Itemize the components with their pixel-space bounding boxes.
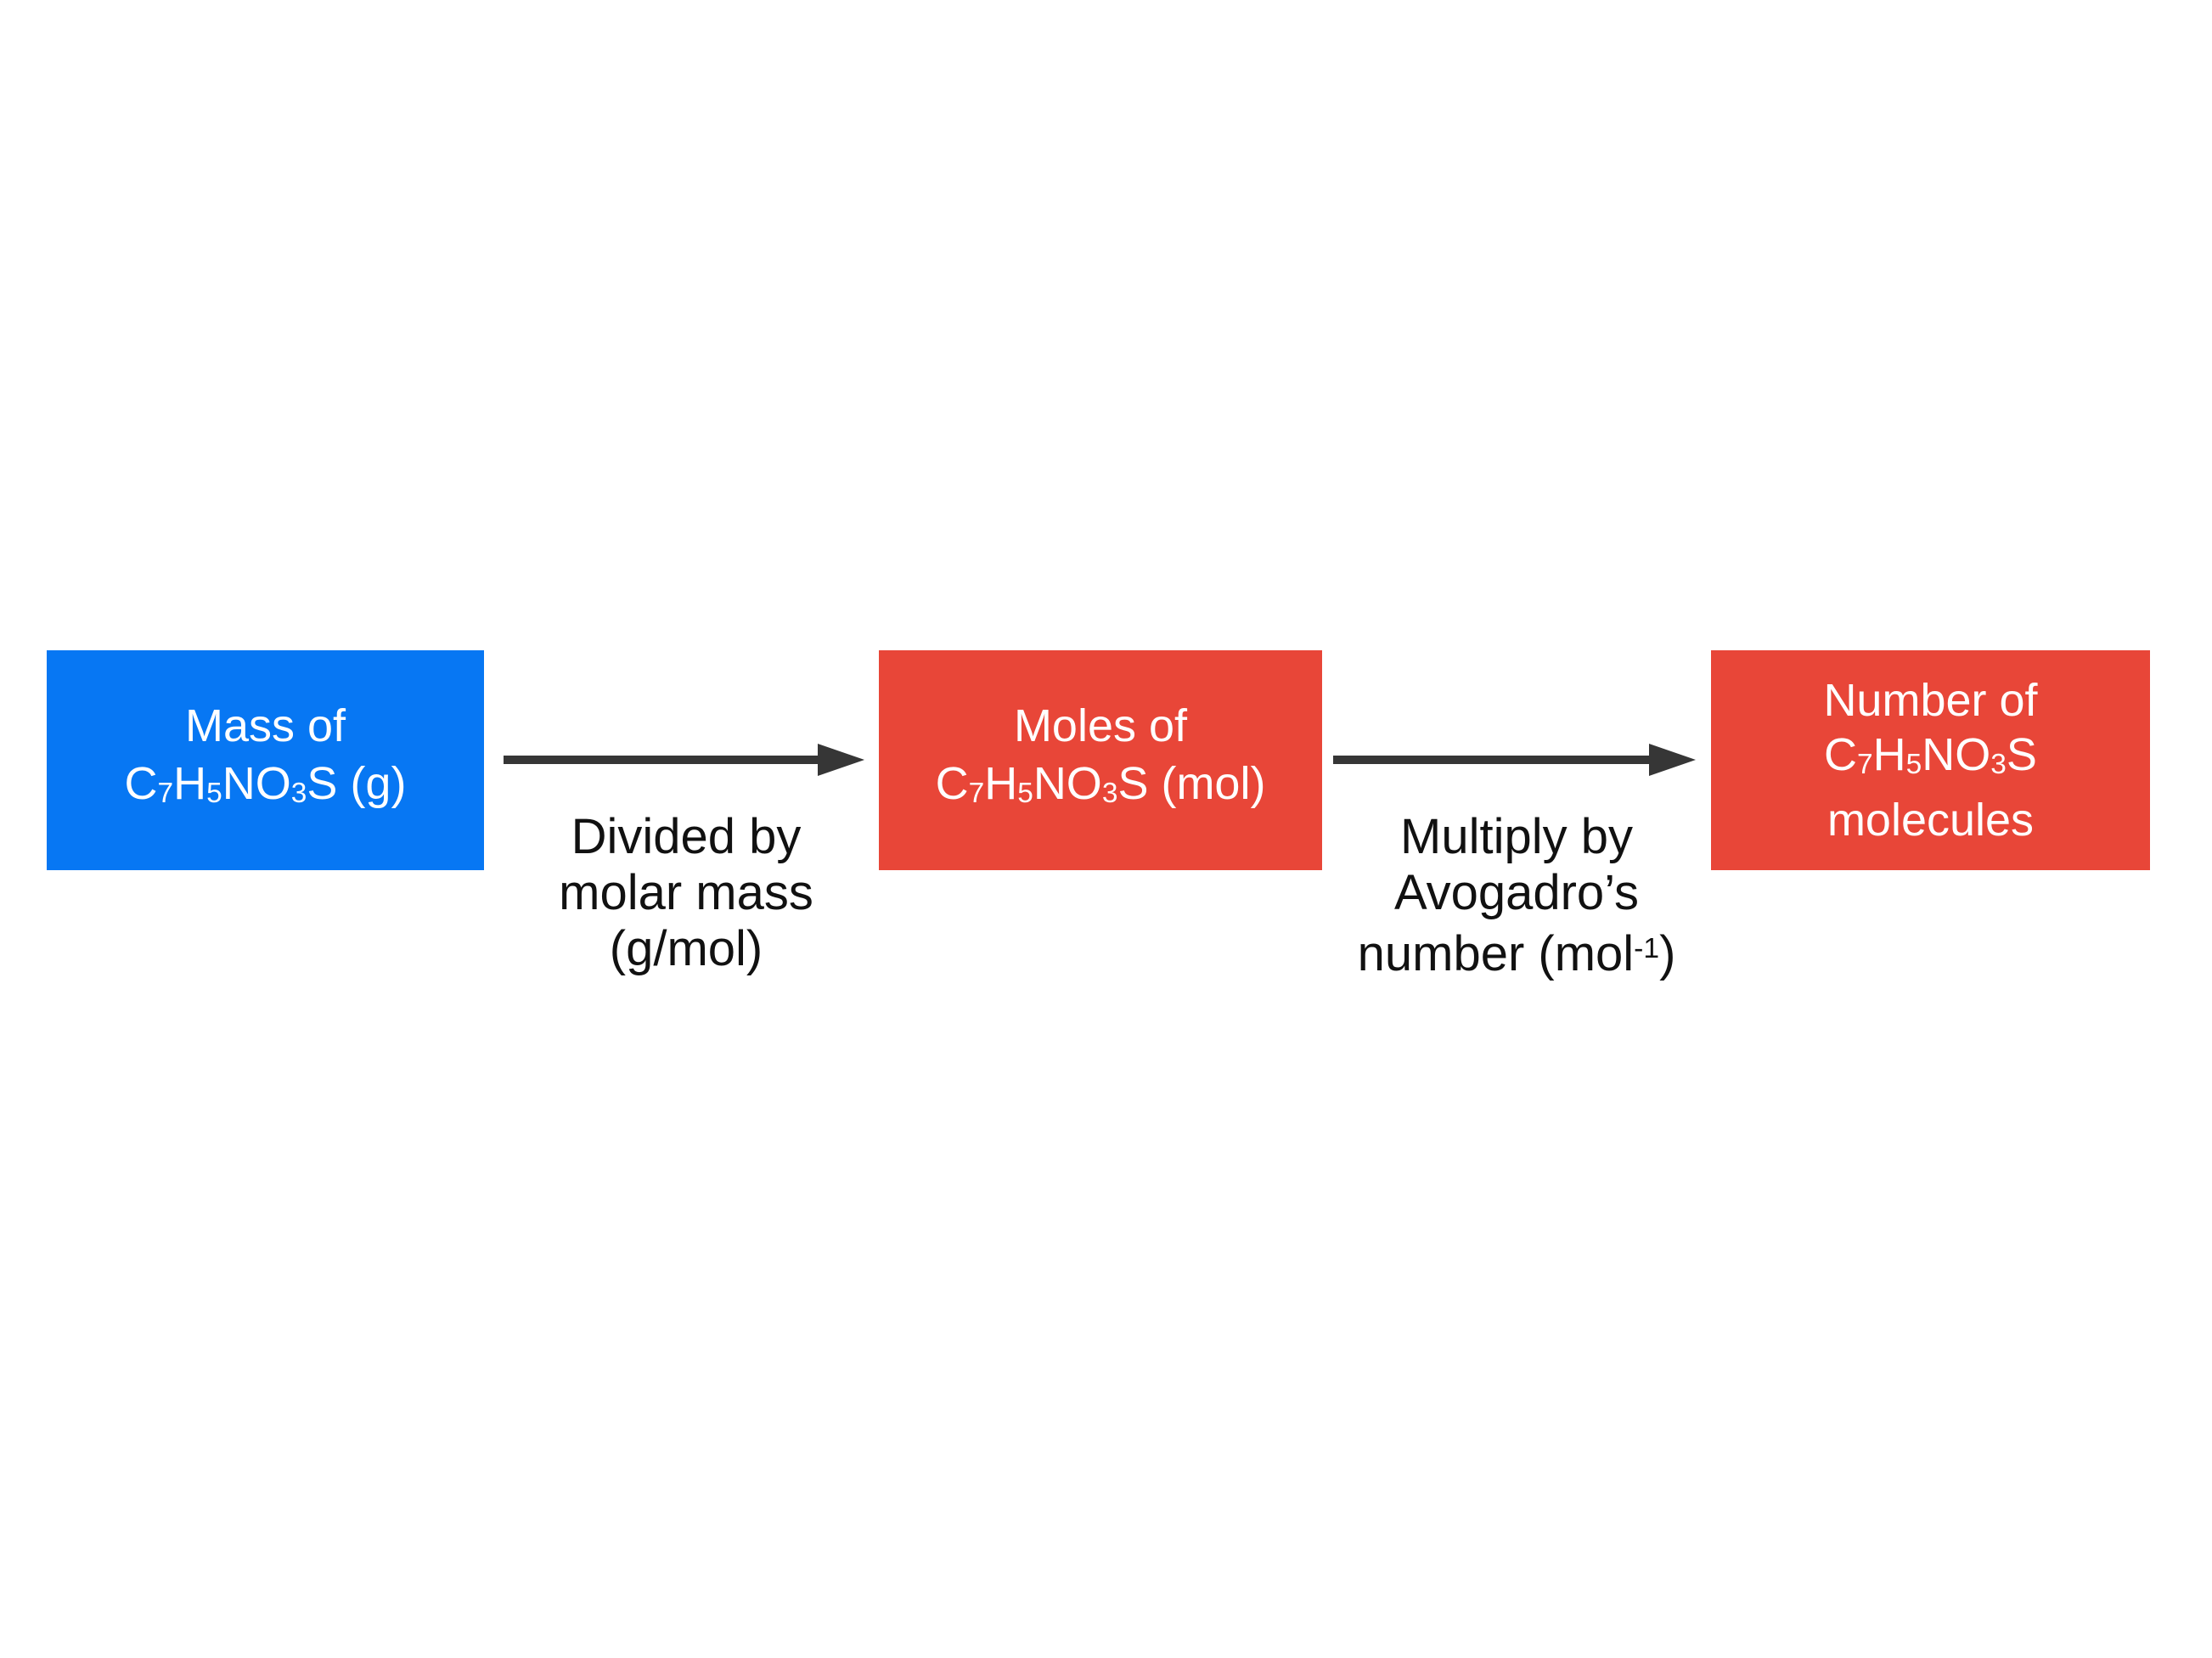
label-divide-line-3: (g/mol) xyxy=(609,921,763,976)
box-molecules-line-1: Number of xyxy=(1823,675,2038,727)
arrow-head-icon xyxy=(818,744,864,776)
flow-box-mass: Mass of C7H5NO3S (g) xyxy=(47,650,484,870)
box-moles-line-2: C7H5NO3S (mol) xyxy=(935,758,1266,810)
box-molecules-line-3: molecules xyxy=(1826,794,2035,846)
label-divide-line-1: Divided by xyxy=(571,809,802,864)
arrow-line-multiply xyxy=(1333,756,1649,764)
flow-box-moles: Moles of C7H5NO3S (mol) xyxy=(879,650,1322,870)
arrow-line-divide xyxy=(504,756,818,764)
arrow-head-icon xyxy=(1649,744,1696,776)
label-multiply-line-2: Avogadro’s xyxy=(1393,865,1640,920)
label-multiply-line-3: number (mol-1) xyxy=(1357,926,1676,982)
arrow-label-multiply: Multiply by Avogadro’s number (mol-1) xyxy=(1296,809,1737,982)
label-multiply-line-1: Multiply by xyxy=(1400,809,1633,864)
box-moles-line-1: Moles of xyxy=(1013,700,1188,752)
box-molecules-line-2: C7H5NO3S xyxy=(1824,729,2037,781)
box-mass-line-2: C7H5NO3S (g) xyxy=(124,758,407,810)
box-mass-line-1: Mass of xyxy=(184,700,346,752)
flow-box-molecules: Number of C7H5NO3S molecules xyxy=(1711,650,2150,870)
arrow-label-divide: Divided by molar mass (g/mol) xyxy=(465,809,907,977)
label-divide-line-2: molar mass xyxy=(559,865,813,920)
